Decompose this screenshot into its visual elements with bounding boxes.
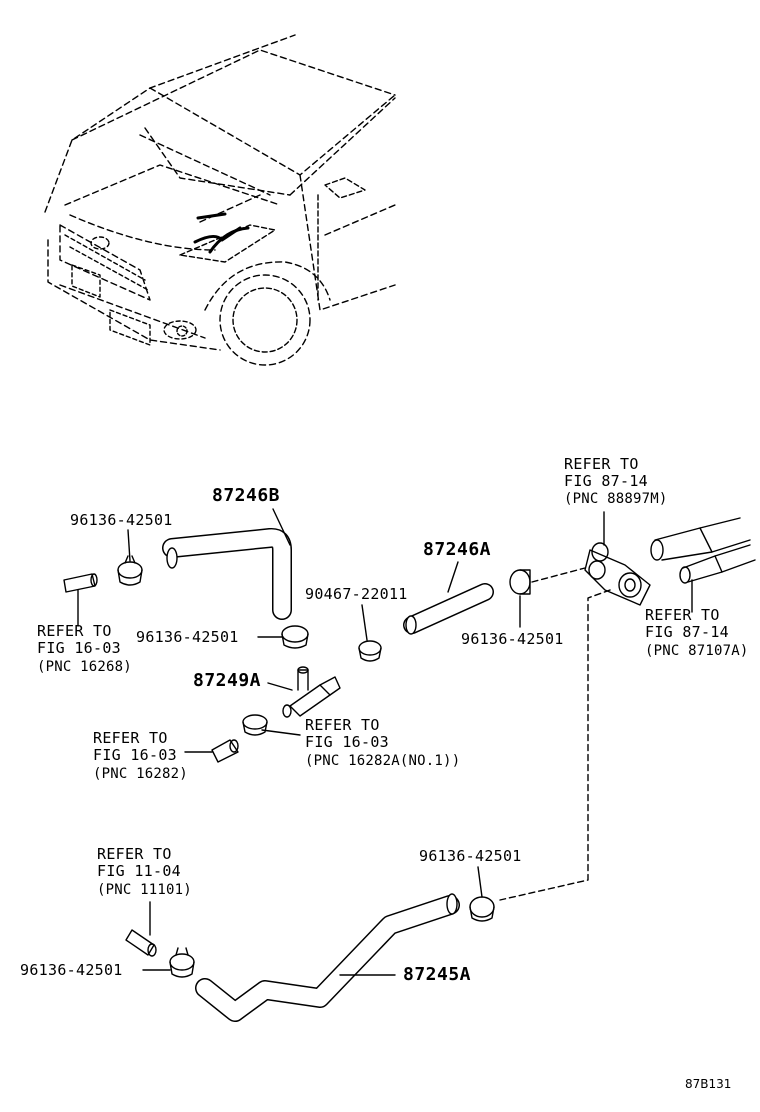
label-90467: 90467-22011 — [305, 585, 408, 603]
vehicle-illustration — [44, 34, 396, 366]
ref-16268-line2: FIG 16-03 — [37, 639, 121, 657]
pipe-16268 — [63, 573, 98, 593]
clamp-e — [469, 896, 495, 922]
label-clamp-e: 96136-42501 — [419, 847, 522, 865]
ref-11101-line1: REFER TO — [97, 845, 172, 863]
clamp-c — [242, 714, 268, 736]
label-87249a: 87249A — [193, 670, 262, 691]
ref-87107a-line1: REFER TO — [645, 606, 720, 624]
leader-90467 — [361, 604, 368, 641]
hose-87246b — [162, 527, 292, 620]
ref-87107a-line3: (PNC 87107A) — [645, 643, 749, 659]
ref-16282-line1: REFER TO — [93, 729, 168, 747]
leader-87249a — [267, 682, 293, 691]
dash-link-1 — [531, 567, 586, 583]
clamp-a — [117, 555, 143, 586]
label-87246a: 87246A — [423, 539, 492, 560]
ref-16268-line3: (PNC 16268) — [37, 659, 132, 675]
label-87246b: 87246B — [212, 485, 281, 506]
connector-88897m — [584, 542, 651, 606]
leader-87246b — [272, 508, 291, 546]
ref-87107a-line2: FIG 87-14 — [645, 623, 729, 641]
leader-16282a — [261, 729, 301, 736]
dash-link-2 — [499, 589, 611, 901]
leader-clamp-e — [477, 866, 483, 898]
ref-16282a-line3: (PNC 16282A(NO.1)) — [305, 753, 461, 769]
pipe-16282 — [211, 739, 239, 763]
ref-16282a-line1: REFER TO — [305, 716, 380, 734]
leader-clamp-a — [127, 529, 131, 562]
clamp-f — [169, 947, 195, 978]
leader-87246a — [447, 561, 459, 593]
clip-90467 — [358, 640, 382, 662]
label-clamp-b: 96136-42501 — [136, 628, 239, 646]
ref-16268-line1: REFER TO — [37, 622, 112, 640]
hose-87245a — [195, 893, 460, 1022]
label-87245a: 87245A — [403, 964, 472, 985]
figure-code: 87B131 — [685, 1077, 732, 1091]
label-clamp-f: 96136-42501 — [20, 961, 123, 979]
clamp-d — [509, 569, 531, 595]
ref-16282a-line2: FIG 16-03 — [305, 733, 389, 751]
label-clamp-a: 96136-42501 — [70, 511, 173, 529]
pipes-87107a — [650, 517, 756, 584]
pipe-11101 — [125, 929, 157, 957]
hose-87246a — [403, 583, 494, 635]
label-clamp-d: 96136-42501 — [461, 630, 564, 648]
joint-87249a — [282, 666, 341, 718]
ref-16282-line2: FIG 16-03 — [93, 746, 177, 764]
clamp-b — [281, 625, 309, 649]
ref-11101-line2: FIG 11-04 — [97, 862, 181, 880]
ref-16282-line3: (PNC 16282) — [93, 766, 188, 782]
ref-11101-line3: (PNC 11101) — [97, 882, 192, 898]
ref-88897m-line3: (PNC 88897M) — [564, 491, 668, 507]
ref-88897m-line1: REFER TO — [564, 455, 639, 473]
ref-88897m-line2: FIG 87-14 — [564, 472, 648, 490]
